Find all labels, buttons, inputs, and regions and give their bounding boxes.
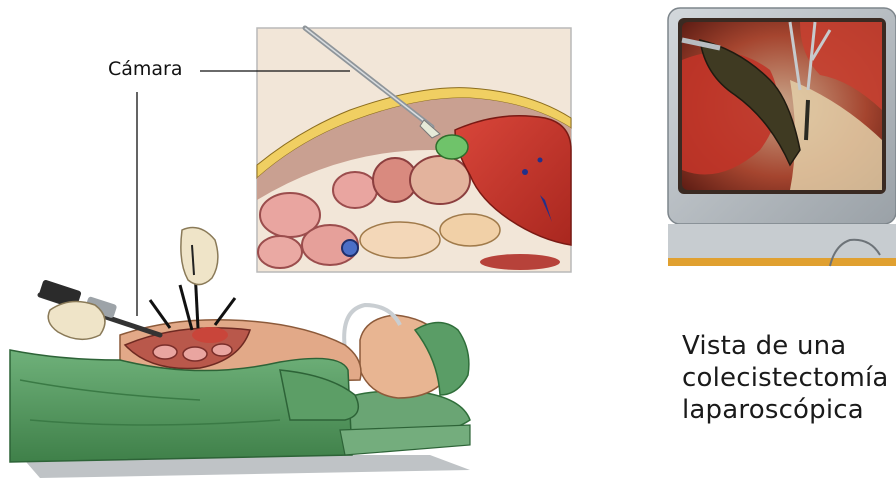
- monitor: [668, 8, 896, 266]
- surgeon-hand-left: [48, 301, 105, 339]
- caption-line-3: laparoscópica: [682, 394, 889, 426]
- gallbladder: [436, 135, 468, 159]
- caption-line-2: colecistectomía: [682, 362, 889, 394]
- caption-line-1: Vista de una: [682, 330, 889, 362]
- endoscope-view: [682, 22, 882, 190]
- surgeon-hand-right: [181, 228, 218, 285]
- camera-label: Cámara: [108, 58, 183, 80]
- caption-text: Vista de una colecistectomía laparoscópi…: [682, 330, 889, 426]
- cross-section-inset: [257, 28, 571, 272]
